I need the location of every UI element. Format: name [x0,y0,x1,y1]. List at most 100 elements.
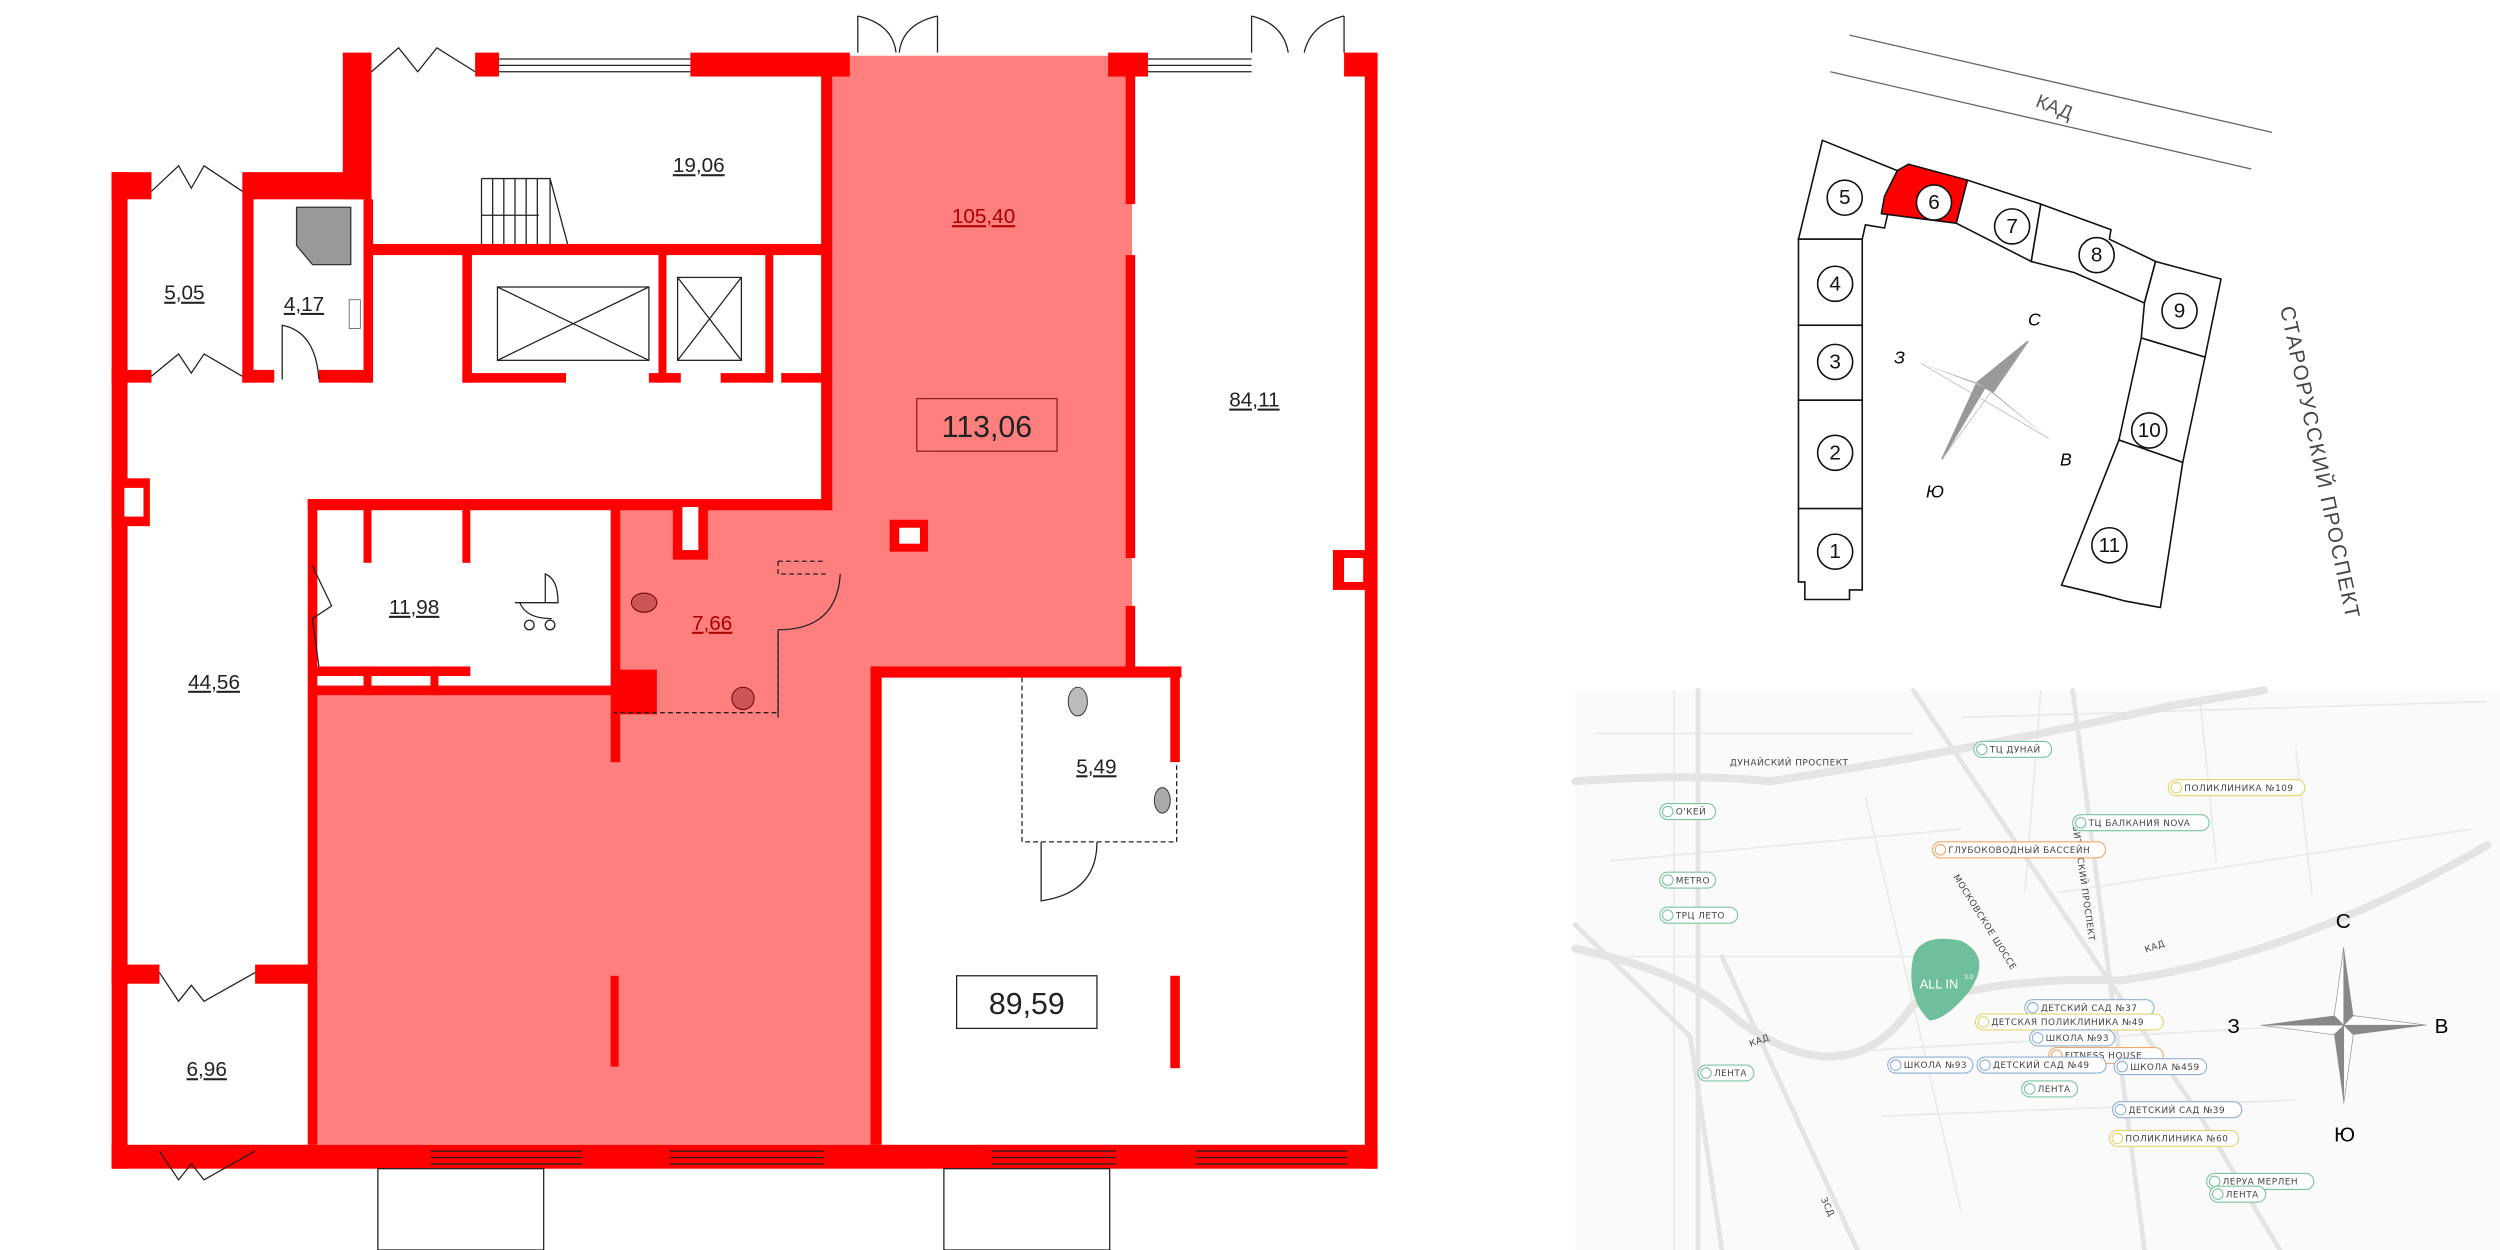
section-number: 3 [1829,350,1841,373]
location-map: ДУНАЙСКИЙ ПРОСПЕКТ КАД КАД МОСКОВСКОЕ ШО… [1571,686,2500,1250]
map-compass-south: Ю [2334,1124,2355,1147]
doors [151,15,1345,1181]
map-place-label[interactable]: ПОЛИКЛИНИКА №60 [2108,1129,2240,1147]
map-place-name: ДЕТСКАЯ ПОЛИКЛИНИКА №49 [1991,1018,2144,1028]
toilet-icon [1067,686,1088,717]
map-place-name: О'КЕЙ [1676,806,1706,818]
stroller-icon [514,573,559,631]
room-area: 19,06 [673,154,725,177]
map-place-label[interactable]: О'КЕЙ [1659,803,1717,821]
room-area: 5,49 [1076,755,1116,778]
map-place-name: ДЕТСКИЙ САД №37 [2041,1002,2138,1014]
windows [377,58,1348,1250]
map-place-label[interactable]: ЛЕРУА МЕРЛЕН [2206,1172,2315,1190]
map-place-label[interactable]: ДЕТСКИЙ САД №39 [2112,1101,2243,1119]
map-place-label[interactable]: METRO [1659,871,1717,889]
map-place-name: ПОЛИКЛИНИКА №60 [2125,1135,2228,1145]
section-2-marker[interactable]: 2 [1816,434,1854,472]
shop-icon [2074,816,2087,829]
sink-icon [1153,787,1171,814]
map-place-label[interactable]: ТЦ ДУНАЙ [1973,740,2053,758]
map-place-label[interactable]: ШКОЛА №459 [2113,1058,2208,1076]
map-place-label[interactable]: ТРЦ ЛЕТО [1659,906,1739,924]
sport-icon [1934,843,1947,856]
compass-east: В [2060,450,2072,470]
map-place-label[interactable]: ШКОЛА №93 [2029,1029,2116,1047]
compass-north: С [2028,309,2041,329]
shop-icon [2208,1175,2221,1188]
section-6-marker[interactable]: 6 [1915,184,1953,221]
sink-icon [731,686,755,710]
project-logo: ALL IN [1920,977,1959,992]
map-place-label[interactable]: ДЕТСКАЯ ПОЛИКЛИНИКА №49 [1974,1013,2164,1031]
map-place-name: ЛЕНТА [1714,1069,1747,1079]
map-place-name: ДЕТСКИЙ САД №39 [2129,1104,2226,1116]
room-area: 44,56 [188,671,240,694]
unit-total-area: 89,59 [989,988,1065,1021]
avenue-label: СТАРОРУССКИЙ ПРОСПЕКТ [2275,304,2365,622]
room-area: 5,05 [164,282,204,305]
school-icon [2114,1103,2127,1116]
school-icon [1889,1059,1902,1071]
map-place-label[interactable]: ТЦ БАЛКАНИЯ NOVA [2072,814,2210,832]
section-8-marker[interactable]: 8 [2078,236,2115,274]
section-number: 4 [1829,272,1841,295]
map-place-label[interactable]: ЛЕНТА [2021,1080,2079,1098]
room-area: 7,66 [692,612,732,635]
staircase [480,177,569,245]
section-10-marker[interactable]: 10 [2130,412,2168,449]
school-icon [1979,1059,1991,1071]
map-place-label[interactable]: ДЕТСКИЙ САД №49 [1976,1056,2107,1074]
street-label: ДУНАЙСКИЙ ПРОСПЕКТ [1730,756,1849,768]
section-number: 9 [2174,299,2186,322]
elevator-shafts [496,276,743,361]
school-icon [2031,1032,2044,1044]
map-place-name: FITNESS HOUSE [2065,1052,2142,1062]
section-4-marker[interactable]: 4 [1816,265,1854,303]
map-place-label[interactable]: ГЛУБОКОВОДНЫЙ БАССЕЙН [1931,841,2107,859]
section-1-marker[interactable]: 1 [1816,533,1854,570]
map-place-name: METRO [1676,876,1710,886]
section-3-marker[interactable]: 3 [1816,343,1854,381]
compass-rose [1921,340,2049,460]
map-place-name: ШКОЛА №93 [1904,1061,1967,1071]
map-place-label[interactable]: ДЕТСКИЙ САД №37 [2024,999,2155,1017]
map-place-name: ШКОЛА №459 [2130,1063,2200,1073]
section-11-marker[interactable]: 11 [2091,526,2128,564]
project-marker[interactable]: ALL IN 3.0 [1911,938,1980,1021]
map-place-name: ЛЕНТА [2226,1190,2259,1200]
clinic-icon [2170,781,2183,794]
map-place-name: ЛЕНТА [2038,1085,2071,1095]
section-number: 8 [2091,244,2103,267]
section-7-marker[interactable]: 7 [1993,208,2031,245]
shop-icon [1661,874,1674,886]
section-5-marker[interactable]: 5 [1826,179,1864,217]
map-place-label[interactable]: ЛЕНТА [1697,1064,1755,1082]
shop-icon [1700,1067,1712,1079]
map-place-label[interactable]: ШКОЛА №93 [1887,1056,1974,1074]
map-place-label[interactable]: ЛЕНТА [2209,1185,2267,1203]
map-place-name: ПОЛИКЛИНИКА №109 [2184,784,2293,794]
school-icon [2027,1001,2039,1014]
map-place-name: ТЦ БАЛКАНИЯ NOVA [2088,819,2191,829]
selected-unit-area[interactable] [310,55,1133,1145]
section-number: 11 [2099,534,2121,557]
map-place-name: ШКОЛА №93 [2046,1034,2109,1044]
selected-unit-total-area: 113,06 [942,411,1032,444]
shop-icon [2023,1083,2036,1095]
section-9-marker[interactable]: 9 [2161,292,2198,330]
map-compass-west: З [2227,1015,2240,1038]
shop-icon [1661,805,1674,818]
shop-icon [1661,909,1674,921]
map-place-name: ТРЦ ЛЕТО [1675,911,1725,921]
room-area: 84,11 [1229,389,1279,412]
section-number: 7 [2006,215,2018,238]
fixtures [295,206,1171,814]
map-place-label[interactable]: ПОЛИКЛИНИКА №109 [2167,779,2306,797]
map-compass-east: В [2435,1015,2449,1038]
map-compass-north: С [2336,910,2351,933]
section-number: 10 [2138,419,2161,442]
section-number: 2 [1829,441,1841,464]
